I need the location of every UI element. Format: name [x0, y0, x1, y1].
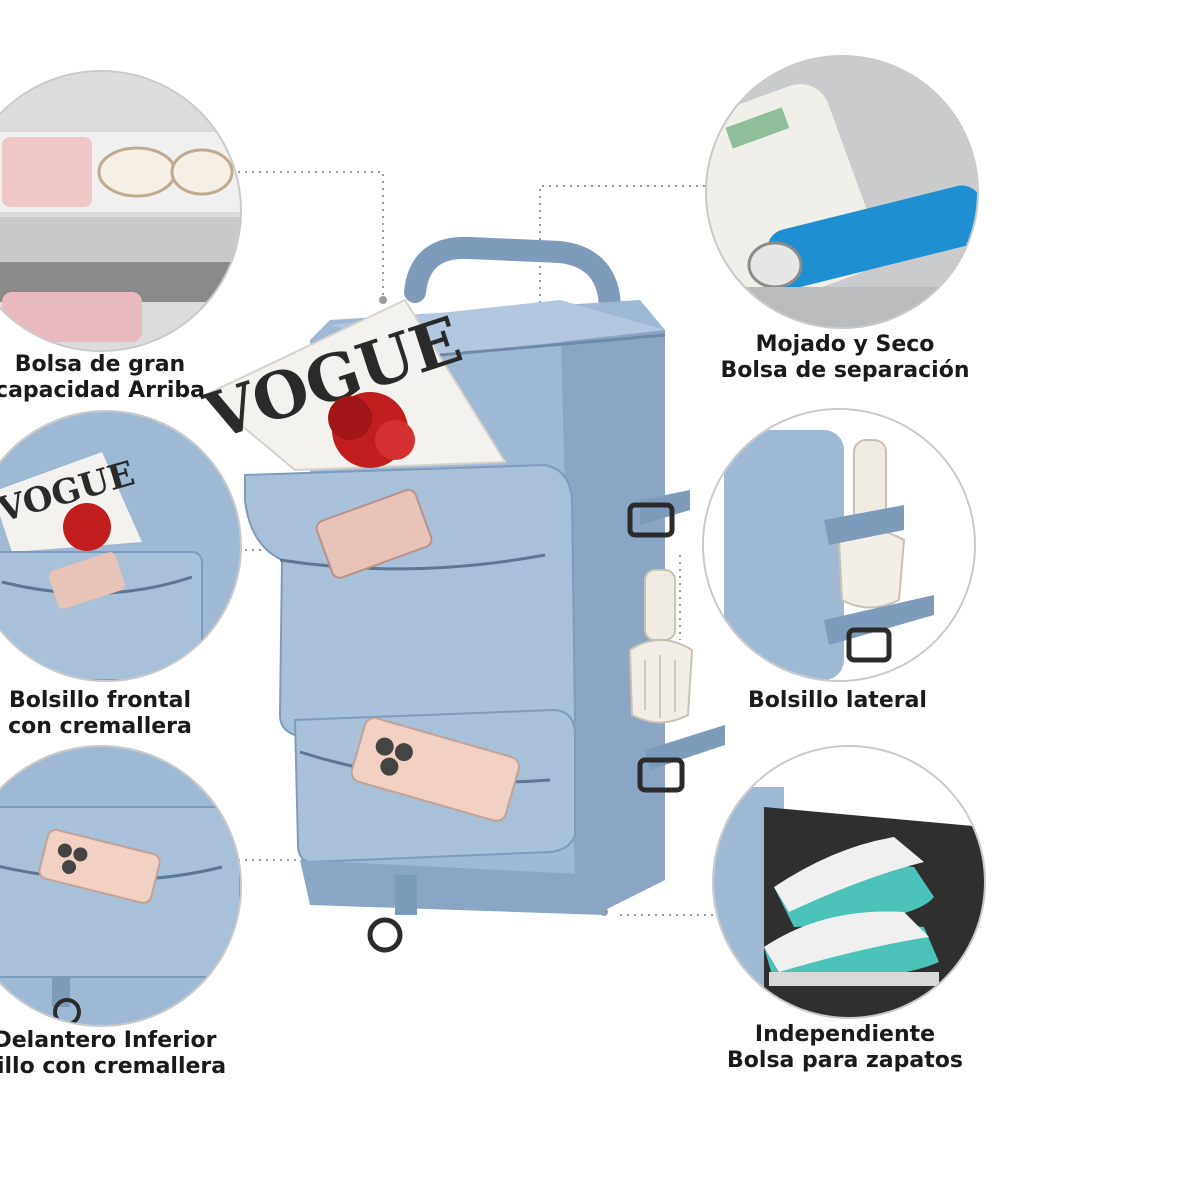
detail-circle-front-pocket: VOGUE: [0, 410, 242, 682]
caption-wet-dry-bag: Mojado y Seco Bolsa de separación: [720, 332, 970, 383]
detail-circle-shoe-bag: [712, 745, 986, 1019]
umbrella-image: [628, 569, 694, 724]
caption-side-pocket: Bolsillo lateral: [748, 688, 927, 713]
caption-shoe-bag: Independiente Bolsa para zapatos: [727, 1022, 963, 1073]
detail-circle-lower-pocket: [0, 745, 242, 1027]
caption-top-compartment: Bolsa de gran capacidad Arriba: [0, 352, 205, 403]
detail-circle-top-compartment: [0, 70, 242, 352]
detail-circle-side-pocket: [702, 408, 976, 682]
caption-lower-pocket: Delantero Inferior sillo con cremallera: [0, 1028, 227, 1079]
detail-circle-wet-dry-bag: [705, 55, 979, 329]
caption-front-pocket: Bolsillo frontal con cremallera: [8, 688, 192, 739]
